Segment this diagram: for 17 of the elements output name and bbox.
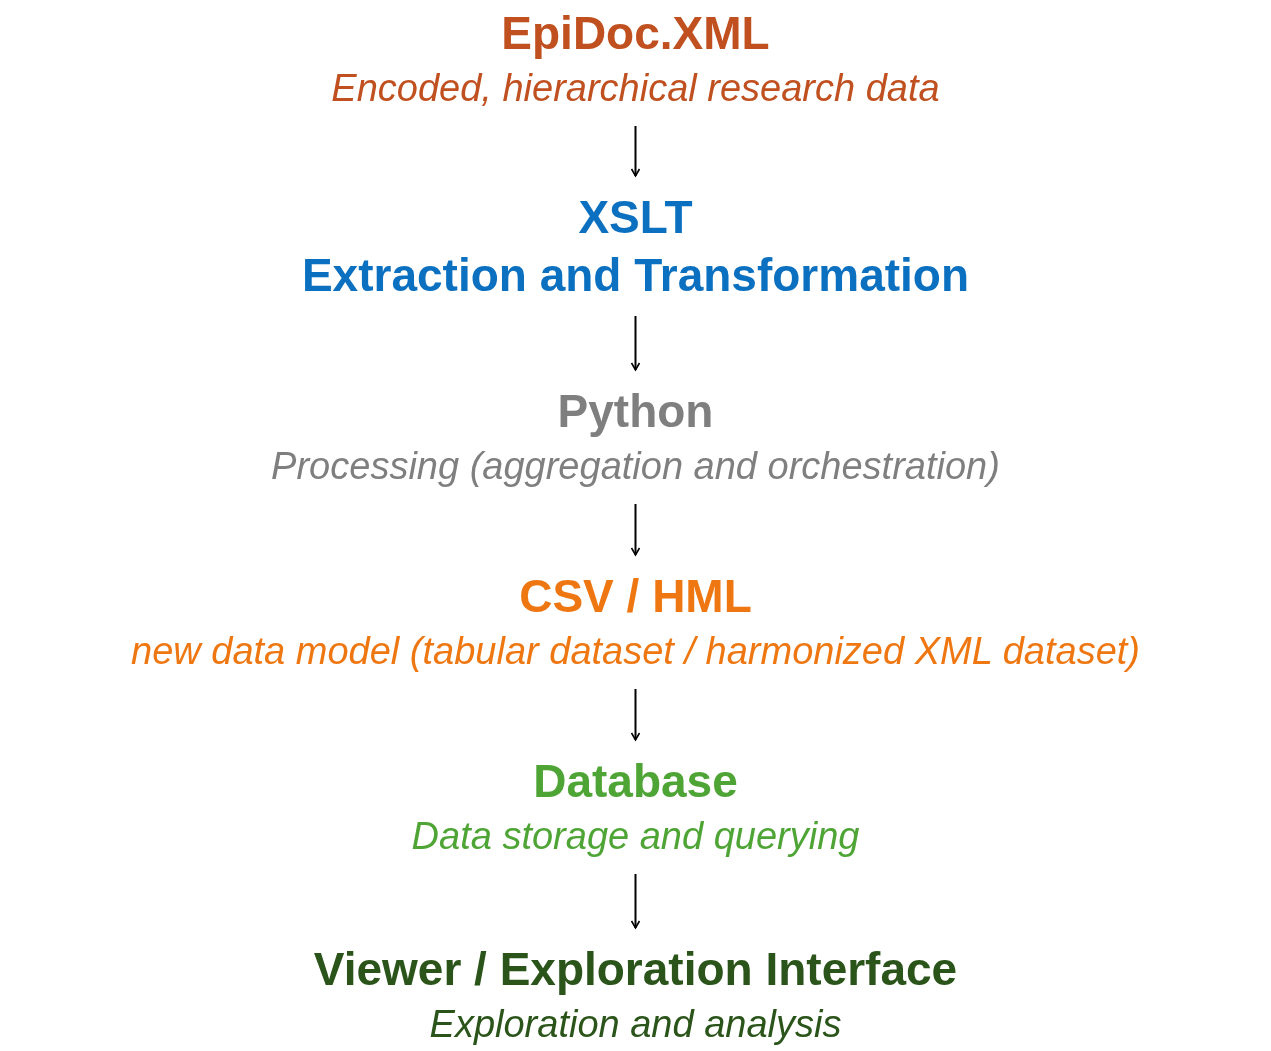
stage-title: CSV / HML [518,569,753,624]
stage-description: Exploration and analysis [428,1002,843,1047]
stage-title: Database [532,754,739,809]
arrow [630,688,641,741]
stage-description: Data storage and querying [411,814,860,859]
stage-description: Extraction and Transformation [301,248,970,303]
stage-title: EpiDoc.XML [500,6,771,61]
arrow [630,125,641,177]
arrow [630,503,641,556]
stage-description: Encoded, hierarchical research data [331,66,940,111]
stage-description: Processing (aggregation and orchestration) [271,444,1000,489]
stage-title: Viewer / Exploration Interface [313,942,958,997]
arrow [630,873,641,929]
stage-description: new data model (tabular dataset / harmonized XML dataset) [131,629,1140,674]
stage-title: Python [556,384,715,439]
arrow [630,315,641,371]
stage-title: XSLT [577,190,694,245]
